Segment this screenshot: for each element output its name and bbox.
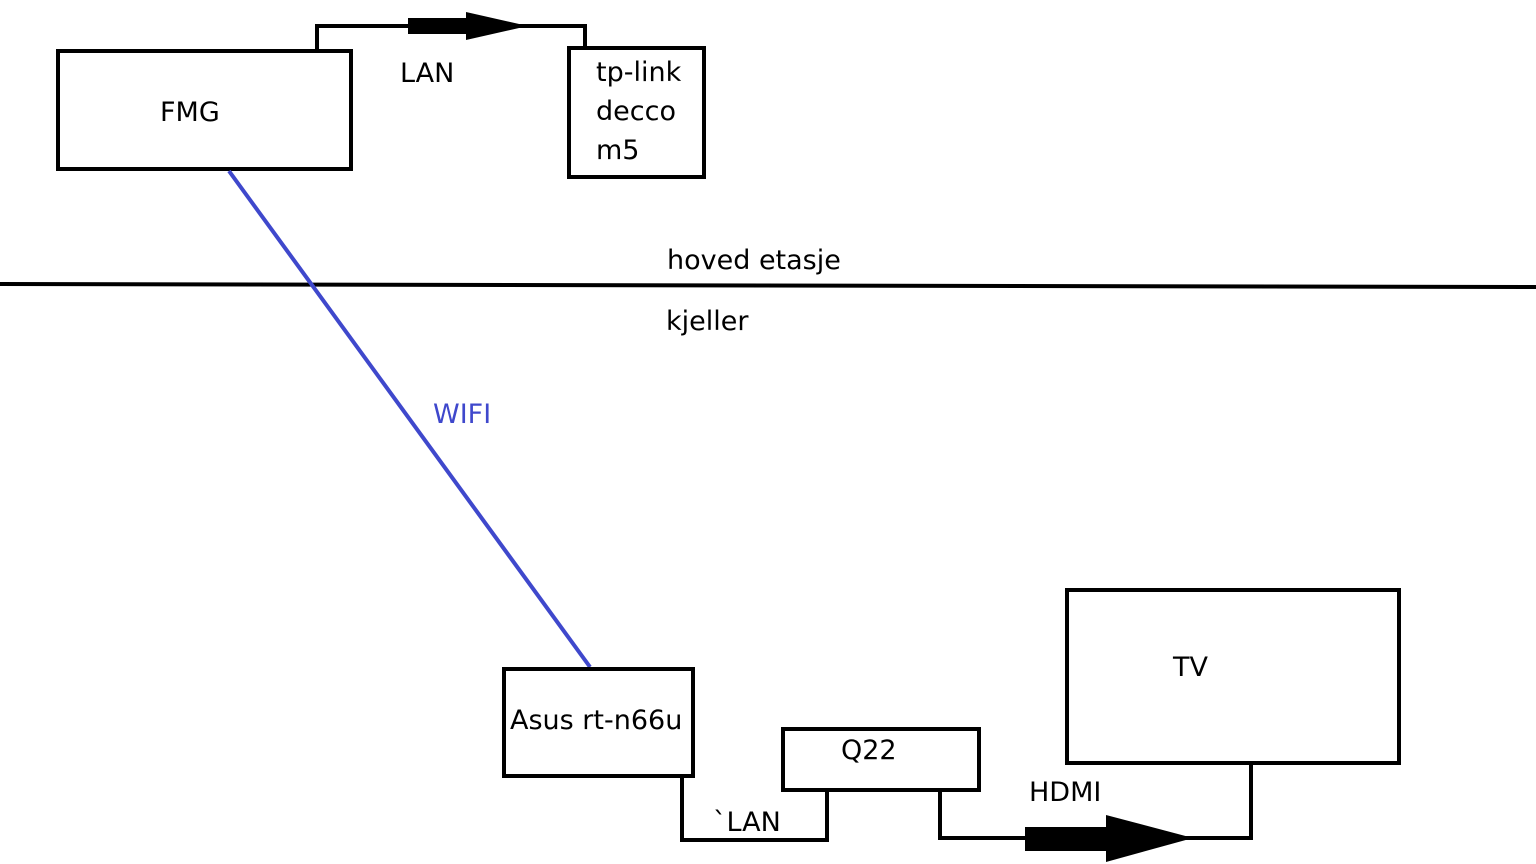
hdmi-arrow-shaft <box>1025 827 1109 851</box>
wifi-label: WIFI <box>433 399 491 430</box>
tplink-label: tp-link decco m5 <box>596 57 690 166</box>
lan-link-asus-q22 <box>680 778 829 842</box>
q22-box <box>781 727 981 792</box>
lan-arrow-head <box>466 12 528 40</box>
asus-box <box>502 667 695 778</box>
lan-label-top: LAN <box>400 58 454 89</box>
tv-label: TV <box>1172 652 1208 683</box>
fmg-box <box>56 49 353 171</box>
wifi-link <box>227 169 592 669</box>
lan-label-bottom: `LAN <box>713 807 781 838</box>
lan-arrow-shaft <box>408 18 468 34</box>
tplink-box <box>567 46 706 179</box>
floor-divider <box>0 282 1536 289</box>
fmg-label: FMG <box>160 97 220 128</box>
floor-label-upper: hoved etasje <box>667 245 841 276</box>
hdmi-arrow-head <box>1106 815 1193 862</box>
asus-label: Asus rt-n66u <box>510 705 682 736</box>
floor-label-lower: kjeller <box>666 306 749 337</box>
hdmi-label: HDMI <box>1029 777 1101 808</box>
q22-label: Q22 <box>841 735 897 766</box>
tv-box <box>1065 588 1401 765</box>
